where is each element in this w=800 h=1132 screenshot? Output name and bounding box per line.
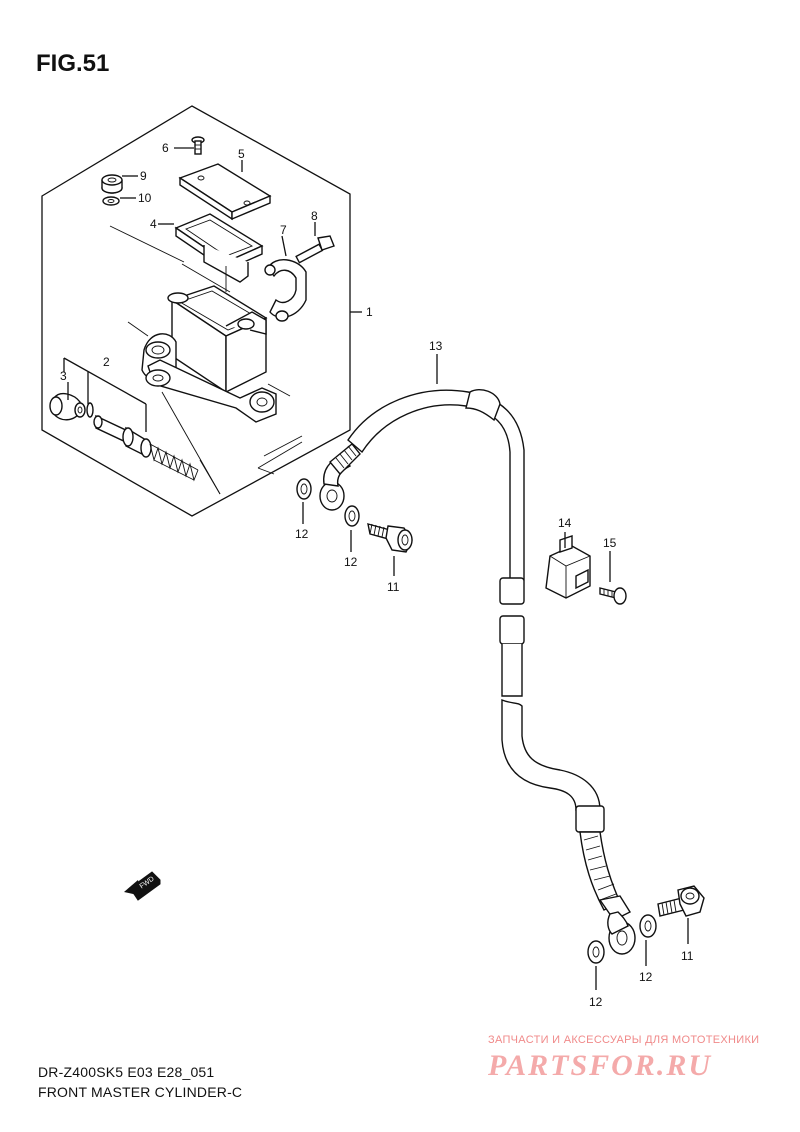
banjo-fitting-bottom — [598, 895, 636, 955]
figure-title: FIG.51 — [36, 50, 110, 77]
model-code: DR-Z400SK5 E03 E28_051 — [38, 1064, 215, 1080]
watermark-tagline: ЗАПЧАСТИ И АКСЕССУАРЫ ДЛЯ МОТОТЕХНИКИ — [488, 1034, 760, 1046]
master-cylinder-body — [141, 285, 277, 423]
callout-9: 9 — [140, 169, 147, 183]
construction-lines — [109, 225, 303, 495]
part-2-piston-set — [86, 402, 199, 482]
callout-12-c: 12 — [639, 970, 653, 984]
callout-6: 6 — [162, 141, 169, 155]
callout-5: 5 — [238, 147, 245, 161]
part-9-boot — [101, 174, 123, 194]
part-14-hose-clamp — [545, 535, 591, 599]
callout-12-d: 12 — [589, 995, 603, 1009]
part-11-banjo-bolt-top — [367, 523, 413, 553]
callout-3: 3 — [60, 369, 67, 383]
part-7-clamp — [264, 259, 307, 322]
assembly-boundary — [41, 105, 351, 517]
part-11-banjo-bolt-bottom — [657, 885, 705, 917]
part-10-washer — [102, 196, 120, 206]
callout-10: 10 — [138, 191, 152, 205]
callout-12-b: 12 — [344, 555, 358, 569]
part-6-screw — [191, 136, 205, 155]
callout-12-a: 12 — [295, 527, 309, 541]
callout-2: 2 — [103, 355, 110, 369]
part-15-clamp-screw — [599, 587, 627, 605]
assembly-name: FRONT MASTER CYLINDER-C — [38, 1084, 243, 1100]
part-3-dust-seal — [49, 392, 86, 421]
part-4-diaphragm — [174, 213, 264, 283]
callout-7: 7 — [280, 223, 287, 237]
banjo-fitting-top — [319, 443, 361, 511]
callout-11-bottom: 11 — [681, 949, 694, 963]
callout-15: 15 — [603, 536, 617, 550]
part-12-washer-a — [296, 478, 312, 500]
callout-14: 14 — [558, 516, 572, 530]
part-13-brake-hose — [347, 388, 621, 911]
callout-13: 13 — [429, 339, 443, 353]
callout-1: 1 — [366, 305, 373, 319]
part-12-washer-b — [344, 505, 360, 527]
part-8-bolt — [295, 235, 335, 264]
fwd-arrow-icon: FWD — [124, 871, 161, 901]
callout-4: 4 — [150, 217, 157, 231]
callout-8: 8 — [311, 209, 318, 223]
watermark-logo: PARTSFOR.RU — [488, 1049, 712, 1082]
part-12-washer-d — [587, 940, 605, 964]
callout-bracket-2-3 — [63, 357, 147, 432]
callout-11-top: 11 — [387, 580, 400, 594]
part-5-cap — [178, 163, 272, 221]
part-12-washer-c — [639, 914, 657, 938]
